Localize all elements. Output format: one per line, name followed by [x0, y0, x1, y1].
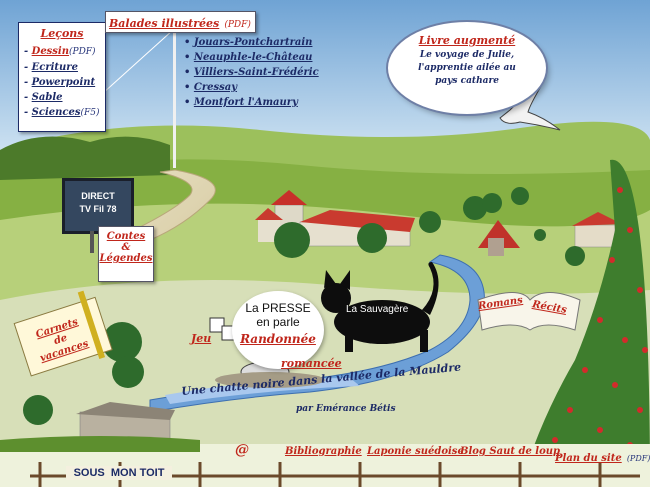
- lesson-item-drawing[interactable]: - Dessin(PDF): [24, 46, 96, 57]
- book-author: par Emérance Bétis: [296, 404, 396, 414]
- press-oval[interactable]: La PRESSE en parle Randonnée: [232, 291, 324, 369]
- walks-note: (PDF): [224, 20, 251, 30]
- tales-line-1: Contes: [106, 231, 146, 242]
- walks-list: • Jouars-Pontchartrain • Neauphle-le-Châ…: [184, 35, 319, 110]
- footer-link-bibliography[interactable]: Bibliographie: [285, 446, 362, 457]
- tales-line-2: &: [121, 242, 131, 253]
- game-link[interactable]: Jeu: [191, 332, 212, 345]
- tales-line-3: Légendes: [99, 253, 153, 264]
- walk-item[interactable]: • Villiers-Saint-Frédéric: [184, 67, 319, 78]
- augmented-book-line-2: l'apprentie ailée au: [418, 63, 516, 73]
- home-button[interactable]: SOUS MON TOIT: [66, 466, 172, 480]
- lesson-item-sciences[interactable]: - Sciences(F5): [24, 107, 100, 118]
- tv-line-2: TV Fil 78: [79, 204, 117, 214]
- press-line-3: Randonnée: [240, 332, 316, 346]
- augmented-book-title[interactable]: Livre augmenté: [418, 34, 516, 47]
- footer-link-sitemap[interactable]: Plan du site (PDF): [555, 446, 650, 465]
- press-line-4[interactable]: romancée: [281, 357, 342, 370]
- lessons-menu: Leçons - Dessin(PDF) - Ecriture - Powerp…: [18, 22, 106, 132]
- walk-item[interactable]: • Neauphle-le-Château: [184, 52, 313, 63]
- sitemap-label: Plan du site: [555, 453, 622, 464]
- walks-title[interactable]: Balades illustrées: [109, 17, 220, 30]
- press-line-1: La PRESSE: [245, 301, 311, 315]
- augmented-book-cloud[interactable]: Livre augmenté Le voyage de Julie, l'app…: [388, 22, 546, 114]
- tv-live-button[interactable]: DIRECT TV Fil 78: [62, 178, 134, 234]
- lessons-title[interactable]: Leçons: [40, 27, 84, 40]
- walks-title-box[interactable]: Balades illustrées (PDF): [105, 11, 256, 33]
- lesson-item-sand[interactable]: - Sable: [24, 92, 63, 103]
- walk-item[interactable]: • Jouars-Pontchartrain: [184, 37, 313, 48]
- sitemap-note: (PDF): [626, 454, 650, 463]
- lesson-item-writing[interactable]: - Ecriture: [24, 62, 78, 73]
- augmented-book-line-3: pays cathare: [435, 76, 499, 86]
- tv-stand: [90, 231, 94, 253]
- augmented-book-line-1: Le voyage de Julie,: [419, 50, 515, 60]
- tv-line-1: DIRECT: [81, 191, 115, 201]
- footer-link-blog[interactable]: Blog Saut de loup: [460, 446, 561, 457]
- footer-link-lapland[interactable]: Laponie suédoise: [367, 446, 464, 457]
- walk-item[interactable]: • Cressay: [184, 82, 238, 93]
- contact-at-icon[interactable]: @: [235, 442, 249, 458]
- press-line-2: en parle: [256, 315, 300, 329]
- walk-item[interactable]: • Montfort l'Amaury: [184, 97, 298, 108]
- cat-label[interactable]: La Sauvagère: [346, 304, 409, 315]
- lesson-item-powerpoint[interactable]: - Powerpoint: [24, 77, 96, 88]
- tales-legends-card[interactable]: Contes & Légendes: [98, 226, 154, 282]
